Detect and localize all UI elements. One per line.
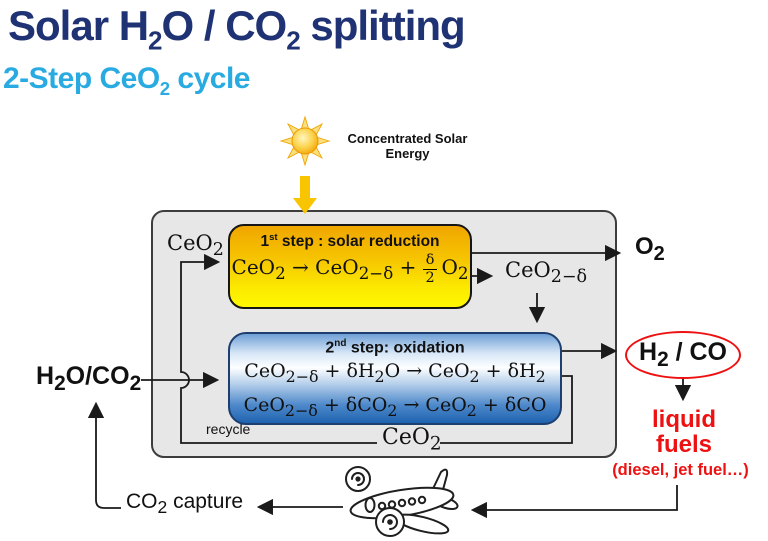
- recycle-line-right: [440, 375, 573, 444]
- solar-energy-label: Concentrated Solar Energy: [347, 131, 468, 161]
- solar-energy-arrow: [293, 176, 317, 214]
- ceo2-top-label: CeO2: [167, 231, 224, 261]
- step1-title: 1st step : solar reduction: [260, 232, 440, 251]
- page-title: Solar H2O / CO2 splitting: [8, 2, 466, 56]
- ceo2-delta-label: CeO2−δ: [505, 258, 588, 288]
- liquid-fuels-label: liquid fuels: [652, 406, 716, 458]
- o2-label: O2: [635, 233, 665, 265]
- liquid-fuels-note: (diesel, jet fuel…): [612, 461, 749, 479]
- step2-equation-1: CeO2−δ + δH2O → CeO2 + δH2: [244, 360, 546, 387]
- h2o-co2-label: H2O/CO2: [36, 362, 142, 395]
- co2-capture-label: CO2 capture: [126, 490, 244, 518]
- capture-to-feed-arrow: [87, 401, 121, 509]
- h2-co-oval: H2 / CO: [625, 331, 741, 379]
- h2-co-label: H2 / CO: [639, 338, 727, 371]
- ceo2-bottom-label: CeO2: [382, 425, 442, 455]
- airplane-illustration: [330, 461, 470, 541]
- step2-title: 2nd step: oxidation: [325, 338, 465, 357]
- step2-box: 2nd step: oxidation CeO2−δ + δH2O → CeO2…: [228, 332, 562, 425]
- sun-icon: [279, 115, 331, 167]
- recycle-label: recycle: [206, 421, 251, 437]
- step1-box: 1st step : solar reduction CeO2 → CeO2−δ…: [228, 224, 472, 309]
- step2-equation-2: CeO2−δ + δCO2 → CeO2 + δCO: [243, 394, 547, 420]
- page-subtitle: 2-Step CeO2 cycle: [3, 62, 250, 99]
- fuel-to-plane-arrow: [470, 485, 678, 519]
